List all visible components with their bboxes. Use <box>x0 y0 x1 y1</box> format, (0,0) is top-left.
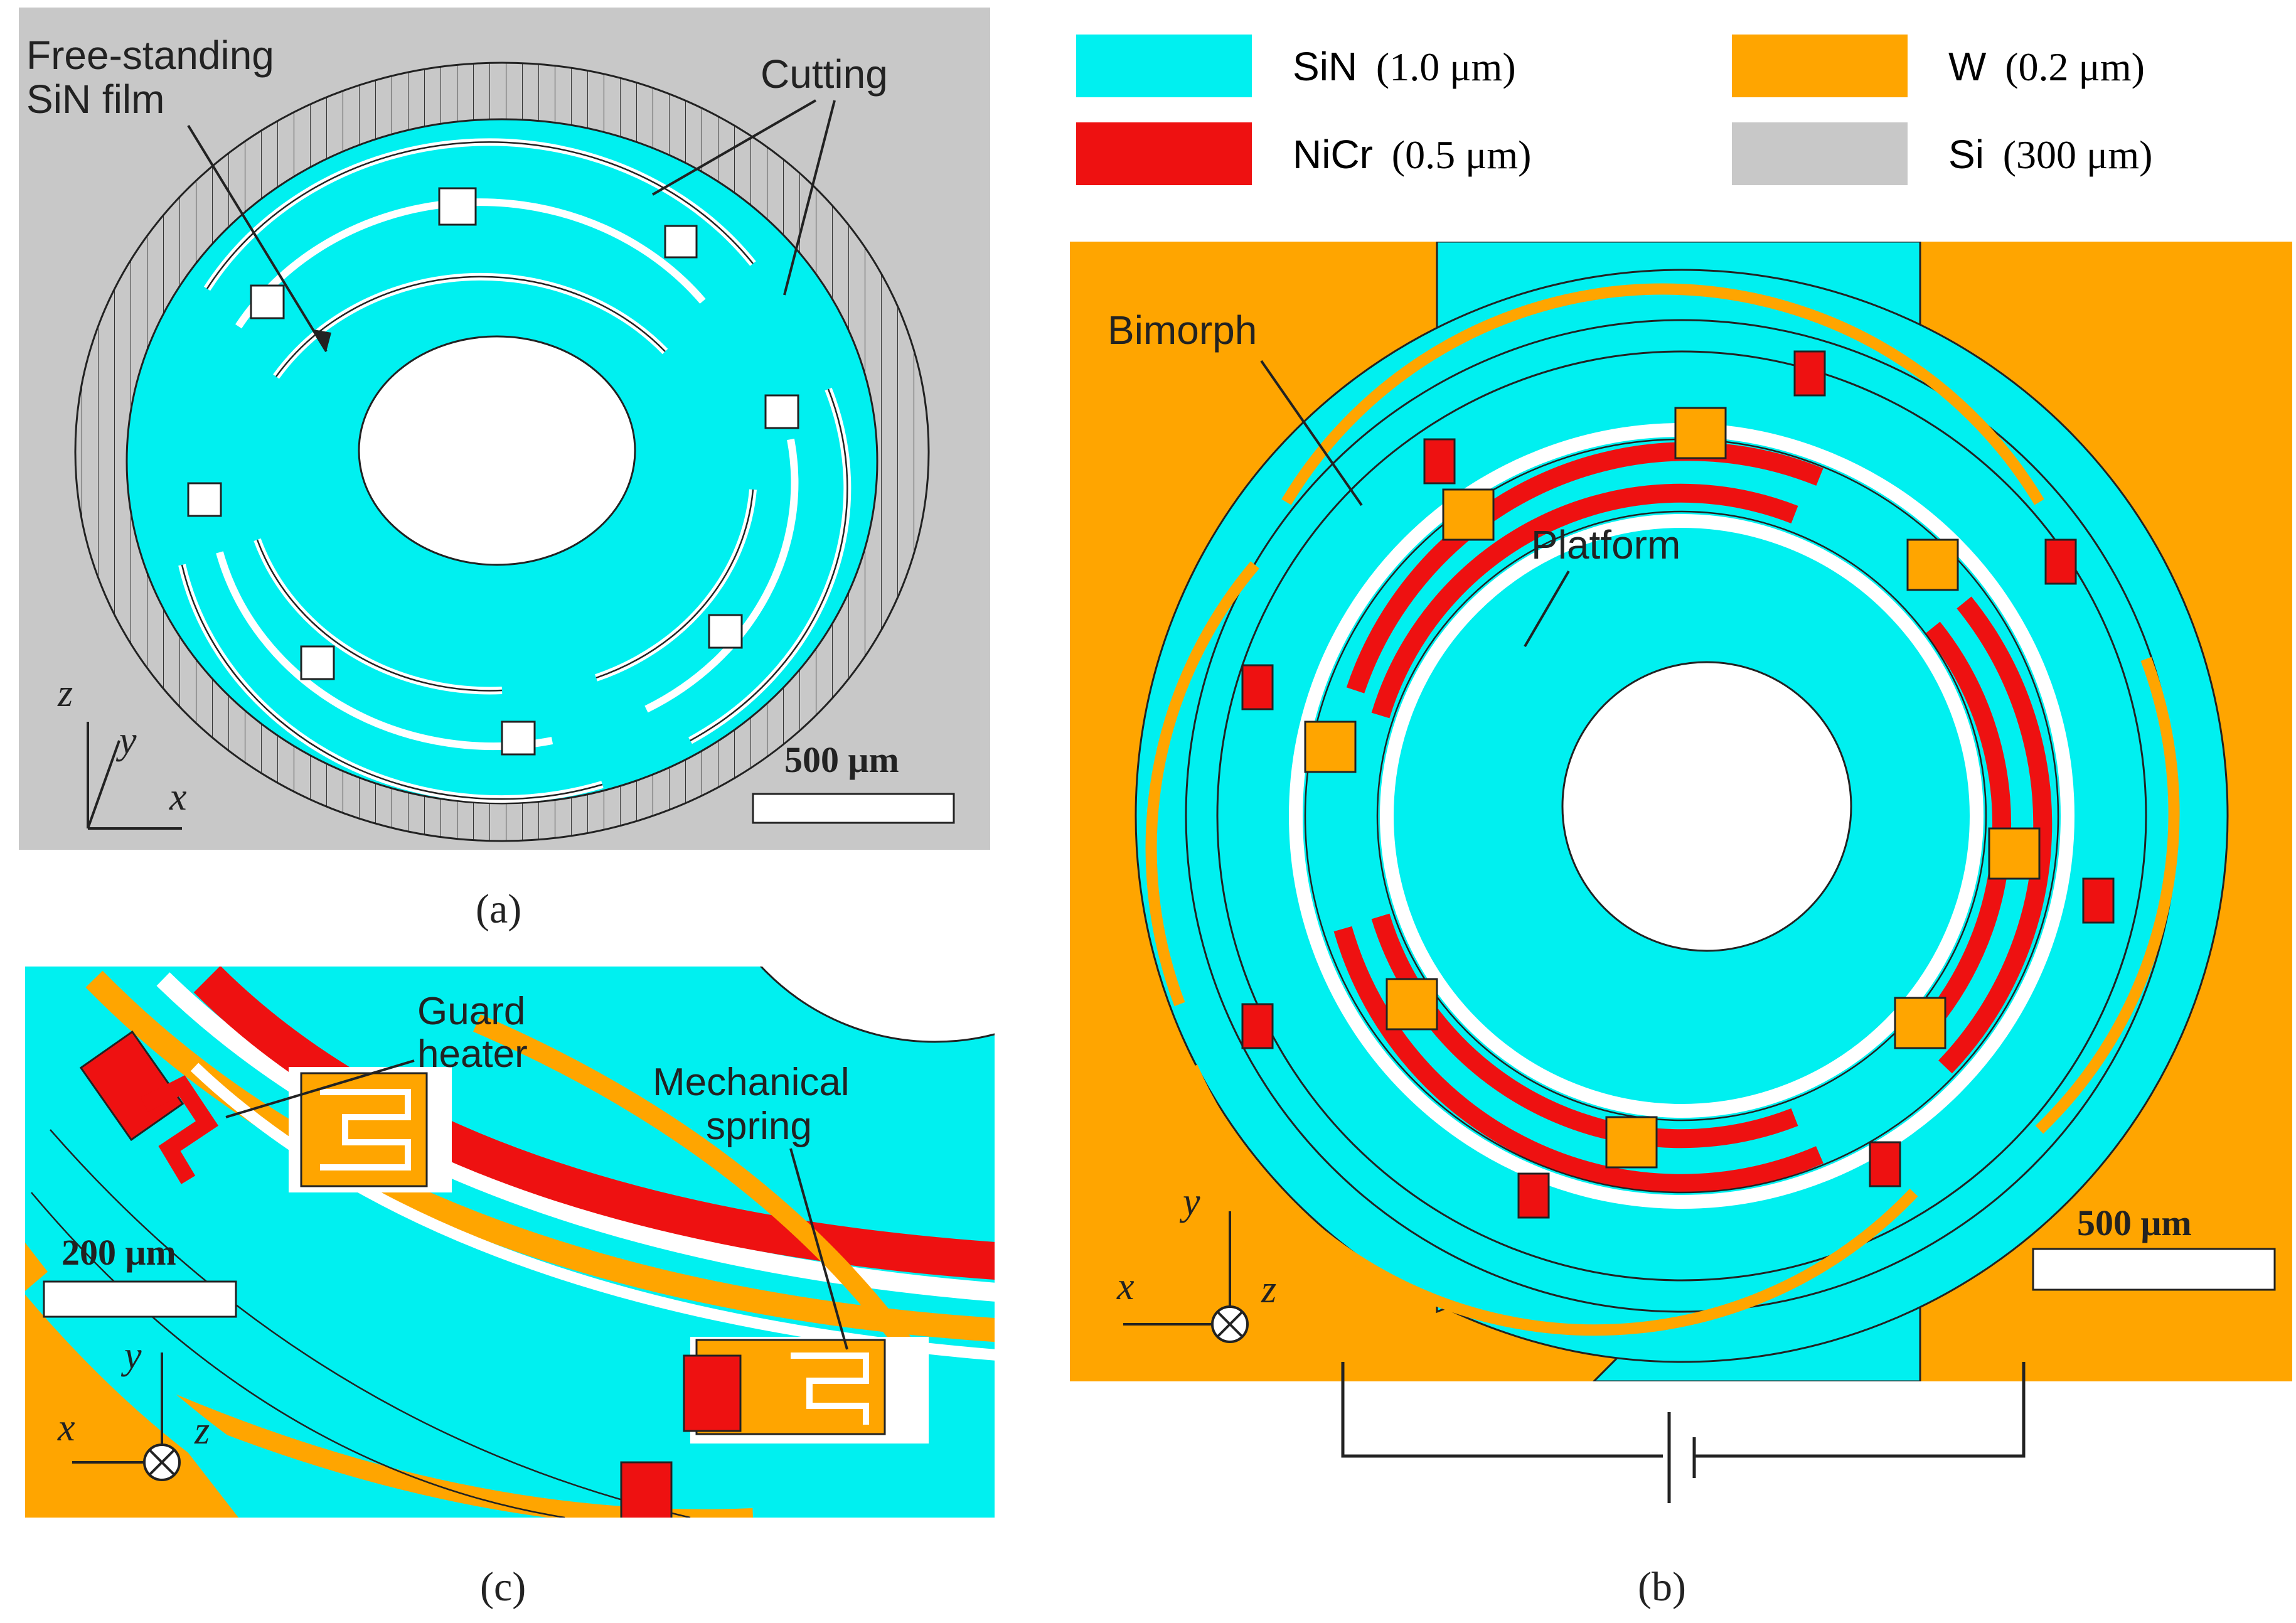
svg-text:Si (300 μm): Si (300 μm) <box>1948 132 2152 177</box>
panel-b: Bimorph Platform y x z 500 μm <box>1070 242 2292 1381</box>
legend-swatch-nicr <box>1076 122 1252 185</box>
axis-x-b: x <box>1116 1265 1135 1308</box>
svg-text:NiCr (0.5 μm): NiCr (0.5 μm) <box>1293 132 1531 177</box>
label-cutting: Cutting <box>761 51 888 97</box>
scale-label-a: 500 μm <box>784 739 899 780</box>
axis-z-b: z <box>1261 1268 1276 1311</box>
caption-c: (c) <box>480 1564 526 1610</box>
axis-z-c: z <box>194 1410 210 1452</box>
legend-swatch-sin <box>1076 35 1252 97</box>
bimorph-rings <box>1333 442 2053 1193</box>
bimorph-arrow <box>1260 360 1363 506</box>
cutting-arrow-1 <box>652 99 816 196</box>
legend-swatch-w <box>1732 35 1908 97</box>
spring-blocks <box>187 187 799 756</box>
film-arrowhead <box>314 329 331 351</box>
film-arrow <box>187 124 328 353</box>
legend-nicr-material: NiCr <box>1293 132 1373 177</box>
label-spring-line2: spring <box>706 1105 812 1148</box>
axes-a <box>87 722 182 830</box>
legend-w-thickness: (0.2 μm) <box>2005 45 2145 89</box>
legend-sin-thickness: (1.0 μm) <box>1376 45 1516 89</box>
svg-text:SiN (1.0 μm): SiN (1.0 μm) <box>1293 44 1516 89</box>
outer-ring-line-2 <box>1216 350 2147 1282</box>
axes-c <box>72 1352 181 1481</box>
spring-blocks-b <box>1304 407 2041 1169</box>
legend-si-material: Si <box>1948 132 1984 177</box>
scale-bar-b <box>2032 1248 2276 1291</box>
platform-hole <box>1561 661 1852 952</box>
w-frames <box>1145 283 2180 1336</box>
label-bimorph: Bimorph <box>1108 308 1257 353</box>
axis-x-c: x <box>57 1406 75 1449</box>
axis-y-c: y <box>120 1334 142 1377</box>
axes-b <box>1123 1211 1249 1343</box>
scale-label-b: 500 μm <box>2077 1203 2192 1243</box>
caption-b: (b) <box>1638 1564 1686 1610</box>
scale-bar-c <box>43 1280 237 1318</box>
legend: SiN (1.0 μm) W (0.2 μm) NiCr (0.5 μm) Si… <box>1076 35 2152 185</box>
axis-x-a: x <box>169 776 187 818</box>
label-spring-line1: Mechanical <box>653 1061 850 1104</box>
axis-y-a: y <box>115 719 137 762</box>
guard-arrow <box>225 1059 415 1118</box>
guard-heaters-b <box>1241 350 2115 1219</box>
guard-heaters-c <box>79 1030 742 1518</box>
label-film-line2: SiN film <box>26 77 164 122</box>
label-guard-line2: heater <box>417 1032 528 1076</box>
cutting-arrow-2 <box>783 100 836 296</box>
label-film-line1: Free-standing <box>26 33 274 78</box>
legend-sin-material: SiN <box>1293 44 1357 89</box>
axis-z-a: z <box>57 672 73 715</box>
legend-w-material: W <box>1948 44 1987 89</box>
panel-c: Guard heater Mechanical spring 200 μm y … <box>25 967 995 1518</box>
label-guard-line1: Guard <box>417 990 525 1033</box>
legend-nicr-thickness: (0.5 μm) <box>1392 132 1532 177</box>
legend-swatch-si <box>1732 122 1908 185</box>
axis-y-b: y <box>1179 1181 1200 1223</box>
svg-text:W (0.2 μm): W (0.2 μm) <box>1948 44 2145 89</box>
label-platform: Platform <box>1531 522 1680 567</box>
caption-a: (a) <box>476 886 521 932</box>
panel-a: Free-standing SiN film Cutting z y x 500… <box>19 8 990 850</box>
ring-outlines <box>181 141 848 800</box>
platform-hole-c <box>759 967 995 1043</box>
scale-label-c: 200 μm <box>61 1232 176 1273</box>
center-hole <box>358 335 636 566</box>
zigzag-heater-c <box>141 1075 219 1184</box>
spring-arrow <box>789 1148 848 1350</box>
platform-arrow <box>1524 570 1570 648</box>
battery-circuit <box>1341 1362 2026 1503</box>
scale-bar-a <box>752 793 955 824</box>
legend-si-thickness: (300 μm) <box>2003 132 2153 177</box>
